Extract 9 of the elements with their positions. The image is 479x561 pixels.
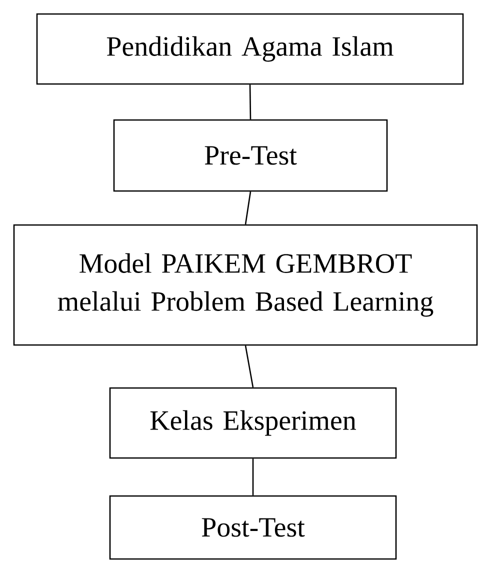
process-box: Model PAIKEM GEMBROT melalui Problem Based Learning xyxy=(13,224,478,346)
connector-line xyxy=(244,346,254,388)
connector-line xyxy=(249,84,252,120)
connector-line xyxy=(244,192,252,224)
process-box: Pendidikan Agama Islam xyxy=(36,13,464,85)
process-box: Kelas Eksperimen xyxy=(109,387,397,459)
connector-line xyxy=(252,458,254,496)
process-box: Post-Test xyxy=(109,495,397,560)
process-box: Pre-Test xyxy=(113,119,388,192)
